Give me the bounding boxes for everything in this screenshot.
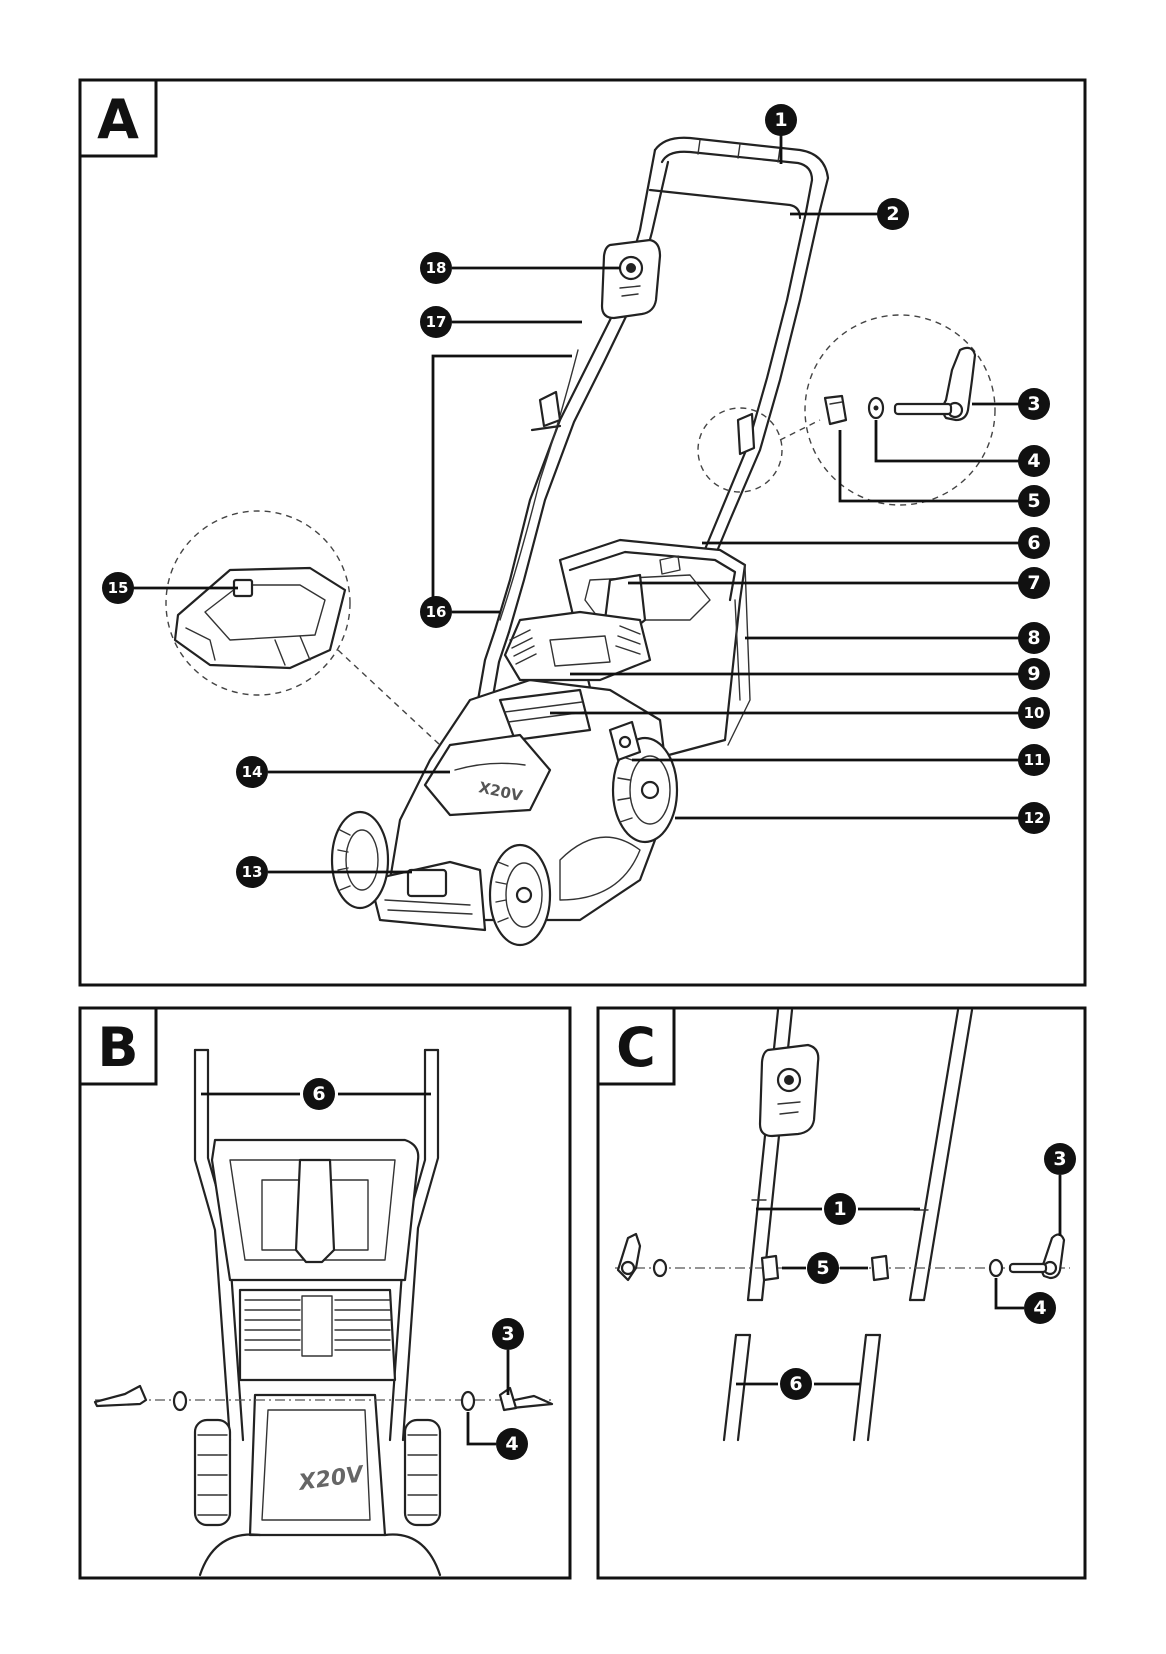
panel-a: A <box>78 78 1087 987</box>
callout-a-18: 18 <box>420 252 452 284</box>
svg-text:2: 2 <box>886 203 899 225</box>
svg-text:9: 9 <box>1027 663 1040 685</box>
svg-text:13: 13 <box>242 863 263 881</box>
panel-b-tab <box>78 1006 158 1086</box>
callout-a-10: 10 <box>1018 697 1050 729</box>
svg-text:18: 18 <box>426 259 447 277</box>
detail-circle-large <box>804 314 996 506</box>
panel-c-frame <box>596 1006 1087 1580</box>
svg-text:4: 4 <box>1033 1297 1046 1319</box>
svg-text:12: 12 <box>1024 809 1045 827</box>
svg-text:15: 15 <box>108 579 129 597</box>
callout-a-8: 8 <box>1018 622 1050 654</box>
callout-a-7: 7 <box>1018 567 1050 599</box>
callout-a-3: 3 <box>1018 388 1050 420</box>
svg-text:3: 3 <box>1053 1148 1066 1170</box>
callout-c-6: 6 <box>780 1368 812 1400</box>
switch-box <box>600 238 662 320</box>
callout-a-2: 2 <box>877 198 909 230</box>
callout-a-14: 14 <box>236 756 268 788</box>
svg-text:14: 14 <box>242 763 263 781</box>
panel-b-letter: B <box>97 1016 138 1079</box>
panel-b-frame <box>78 1006 572 1580</box>
svg-text:16: 16 <box>426 603 447 621</box>
callout-a-4: 4 <box>1018 445 1050 477</box>
svg-text:6: 6 <box>1027 532 1040 554</box>
callout-a-6: 6 <box>1018 527 1050 559</box>
callout-c-5: 5 <box>807 1252 839 1284</box>
svg-text:6: 6 <box>789 1373 802 1395</box>
callout-a-1: 1 <box>765 104 797 136</box>
panel-a-callouts: 1 2 3 4 5 6 7 8 9 10 11 12 13 14 15 16 1… <box>102 104 1050 888</box>
svg-text:4: 4 <box>505 1433 518 1455</box>
panel-b: B X20V <box>78 1006 572 1580</box>
callout-a-12: 12 <box>1018 802 1050 834</box>
callout-a-17: 17 <box>420 306 452 338</box>
svg-text:6: 6 <box>312 1083 325 1105</box>
left-lever <box>530 390 562 432</box>
callout-a-16: 16 <box>420 596 452 628</box>
right-lever <box>697 407 821 493</box>
callout-c-1: 1 <box>824 1193 856 1225</box>
panel-c-letter: C <box>616 1016 656 1079</box>
callout-a-5: 5 <box>1018 485 1050 517</box>
panel-c: C <box>596 1006 1087 1580</box>
callout-b-3: 3 <box>492 1318 524 1350</box>
svg-text:10: 10 <box>1024 704 1045 722</box>
panel-c-tab <box>596 1006 676 1086</box>
callout-a-9: 9 <box>1018 658 1050 690</box>
callout-b-4: 4 <box>496 1428 528 1460</box>
svg-text:8: 8 <box>1027 627 1040 649</box>
svg-text:3: 3 <box>501 1323 514 1345</box>
svg-text:7: 7 <box>1027 572 1040 594</box>
detail-battery-compartment <box>165 510 441 746</box>
svg-text:11: 11 <box>1024 751 1045 769</box>
svg-text:4: 4 <box>1027 450 1040 472</box>
height-adjust-lever <box>608 720 642 762</box>
callout-a-11: 11 <box>1018 744 1050 776</box>
svg-text:1: 1 <box>833 1198 846 1220</box>
svg-text:5: 5 <box>816 1257 829 1279</box>
detail-circle-left <box>165 510 351 696</box>
detail-lever-assembly <box>804 314 996 506</box>
panel-a-tab <box>78 78 158 158</box>
svg-text:17: 17 <box>426 313 447 331</box>
panel-a-frame <box>78 78 1087 987</box>
callout-a-13: 13 <box>236 856 268 888</box>
svg-text:1: 1 <box>774 109 787 131</box>
wheel-front-left <box>330 810 390 910</box>
callout-a-15: 15 <box>102 572 134 604</box>
callout-c-4: 4 <box>1024 1292 1056 1324</box>
callout-b-6: 6 <box>303 1078 335 1110</box>
svg-text:5: 5 <box>1027 490 1040 512</box>
wheel-rear-right <box>611 736 679 844</box>
detail-circle-small <box>697 407 783 493</box>
panel-a-letter: A <box>97 88 139 151</box>
panel-a-leaders <box>130 120 1024 874</box>
callout-c-3: 3 <box>1044 1143 1076 1175</box>
svg-text:3: 3 <box>1027 393 1040 415</box>
wheel-front-right <box>488 843 552 947</box>
